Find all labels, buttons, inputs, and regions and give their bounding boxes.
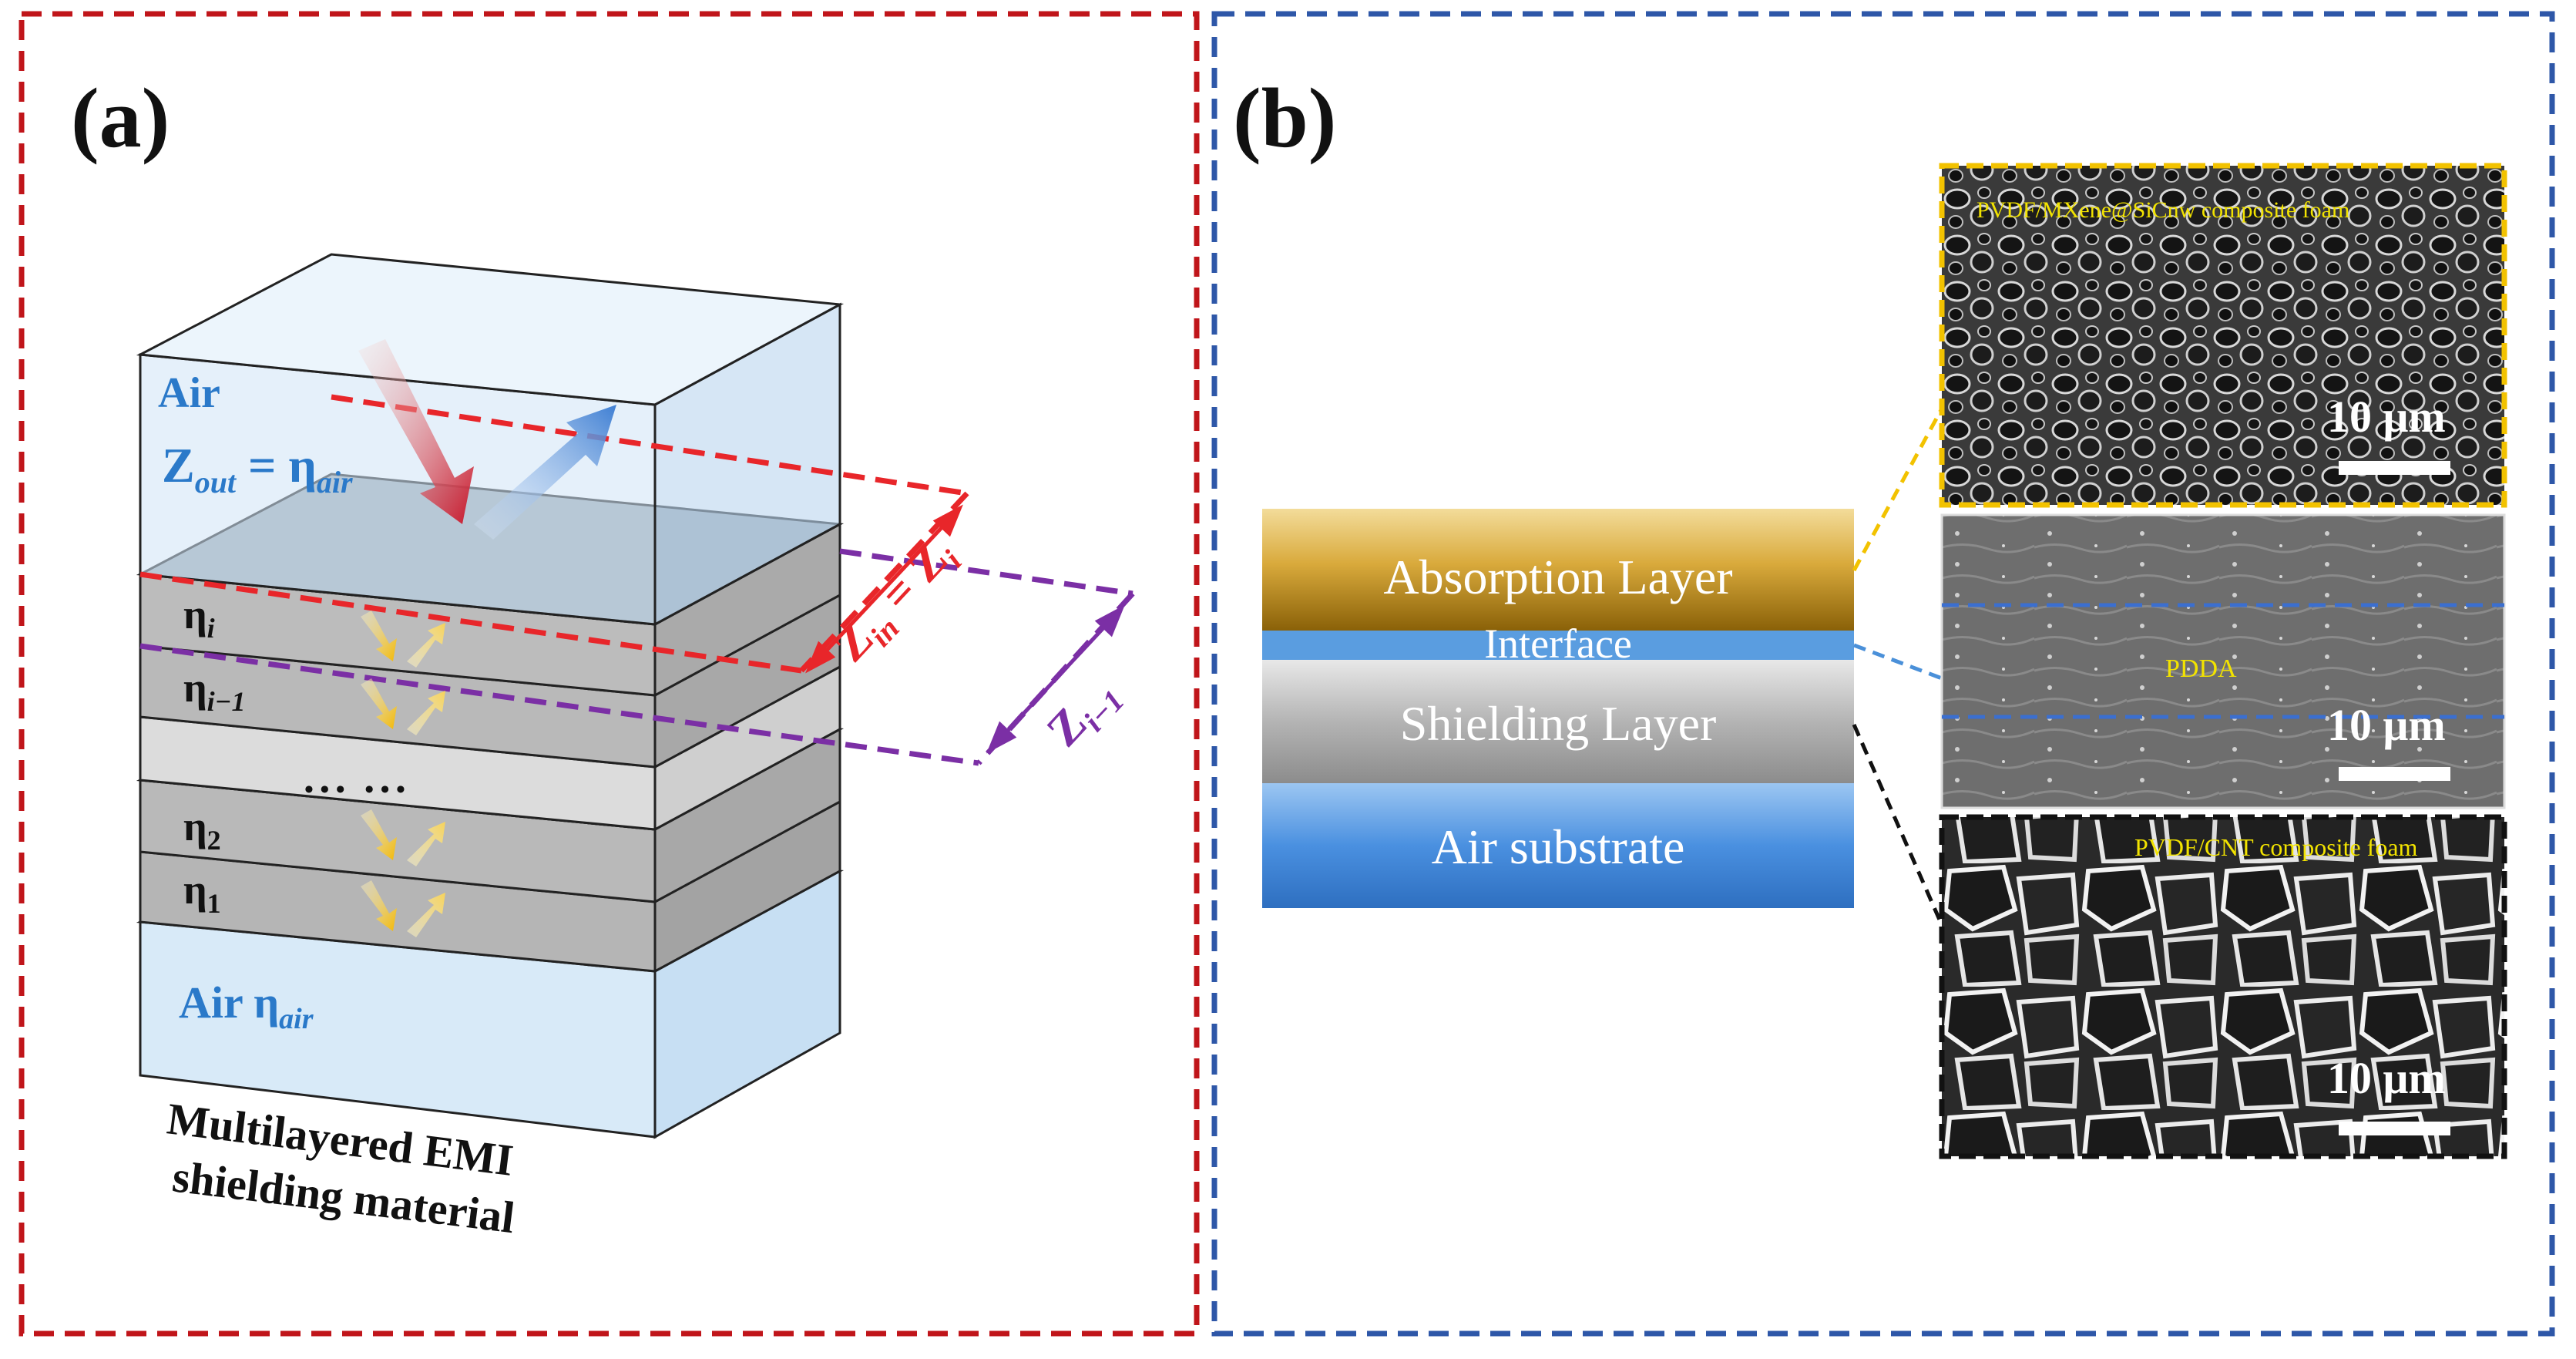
eta-1-label: η1 <box>183 866 221 919</box>
sem-middle-title: PDDA <box>2165 654 2237 683</box>
panel-a-label: (a) <box>71 71 170 165</box>
incident-wave-arrow <box>358 339 474 524</box>
connector-interface <box>1853 643 1943 681</box>
substrate-layer-label: Air substrate <box>1432 819 1685 874</box>
z-out-sub: out <box>195 465 237 500</box>
z-i-minus-1-arrow <box>986 604 1125 754</box>
sem-middle-scale: 10 μm <box>2327 700 2446 750</box>
air-top-label: Air <box>158 369 220 417</box>
sem-image-top <box>1939 163 2507 508</box>
sem-bottom-scalebar <box>2339 1122 2450 1135</box>
sem-bottom-title: PVDF/CNT composite foam <box>2134 833 2418 861</box>
connector-shielding <box>1852 723 1944 927</box>
air-bottom-text: Air η <box>179 977 279 1028</box>
eta-i-minus-1-label: ηi−1 <box>183 664 246 717</box>
reflected-wave-arrow <box>474 405 616 540</box>
panel-b-frame <box>1211 11 2555 1337</box>
sem-top-title: PVDF/MXene@SiCnw composite foam <box>1977 197 2349 223</box>
eta-2-symbol: η <box>183 803 207 849</box>
z-out-eq: = η <box>236 438 317 493</box>
sem-top-scale: 10 μm <box>2327 392 2446 442</box>
sem-bottom-scale: 10 μm <box>2327 1053 2446 1103</box>
eta-i-sub: i <box>207 613 215 644</box>
eta-i-symbol: η <box>183 591 207 637</box>
ellipsis-label: • • • • • • <box>304 775 405 804</box>
sem-top-scalebar <box>2339 461 2450 475</box>
connector-absorption <box>1852 407 1944 572</box>
eta-i-minus-1-sub: i−1 <box>207 686 246 717</box>
layer-eta-1 <box>139 799 841 974</box>
panel-b-label: (b) <box>1233 71 1336 165</box>
eta-1-symbol: η <box>183 866 207 913</box>
sem-middle-scalebar <box>2339 767 2450 781</box>
shielding-layer <box>1262 660 1854 783</box>
interface-layer-label: Interface <box>1484 621 1632 667</box>
eta-2-label: η2 <box>183 803 221 856</box>
eta-2-sub: 2 <box>207 825 221 856</box>
z-out-lhs: Z <box>162 438 195 493</box>
air-bottom-label: Air ηair <box>179 977 314 1035</box>
internal-wave-arrows <box>361 611 445 937</box>
sem-image-bottom <box>1939 814 2507 1159</box>
eta-i-minus-1-symbol: η <box>183 664 207 711</box>
z-i-minus-1-label: Zi−1 <box>1037 666 1131 761</box>
eta-1-sub: 1 <box>207 888 221 919</box>
panel-a-frame <box>18 11 1200 1337</box>
sem-image-middle <box>1940 513 2506 809</box>
interface-layer <box>1262 631 1854 660</box>
absorption-layer <box>1262 509 1854 631</box>
top-air-block <box>136 253 845 627</box>
eta-i-label: ηi <box>183 591 215 644</box>
layer-stack <box>1262 509 1854 908</box>
air-bottom-sub: air <box>279 1003 314 1035</box>
absorption-layer-label: Absorption Layer <box>1383 550 1732 604</box>
shielding-layer-label: Shielding Layer <box>1400 696 1717 751</box>
z-out-equation: Zout = ηair <box>162 438 353 500</box>
substrate-layer <box>1262 783 1854 908</box>
z-out-rhs-sub: air <box>317 465 353 500</box>
z-in-arrow <box>805 504 963 674</box>
